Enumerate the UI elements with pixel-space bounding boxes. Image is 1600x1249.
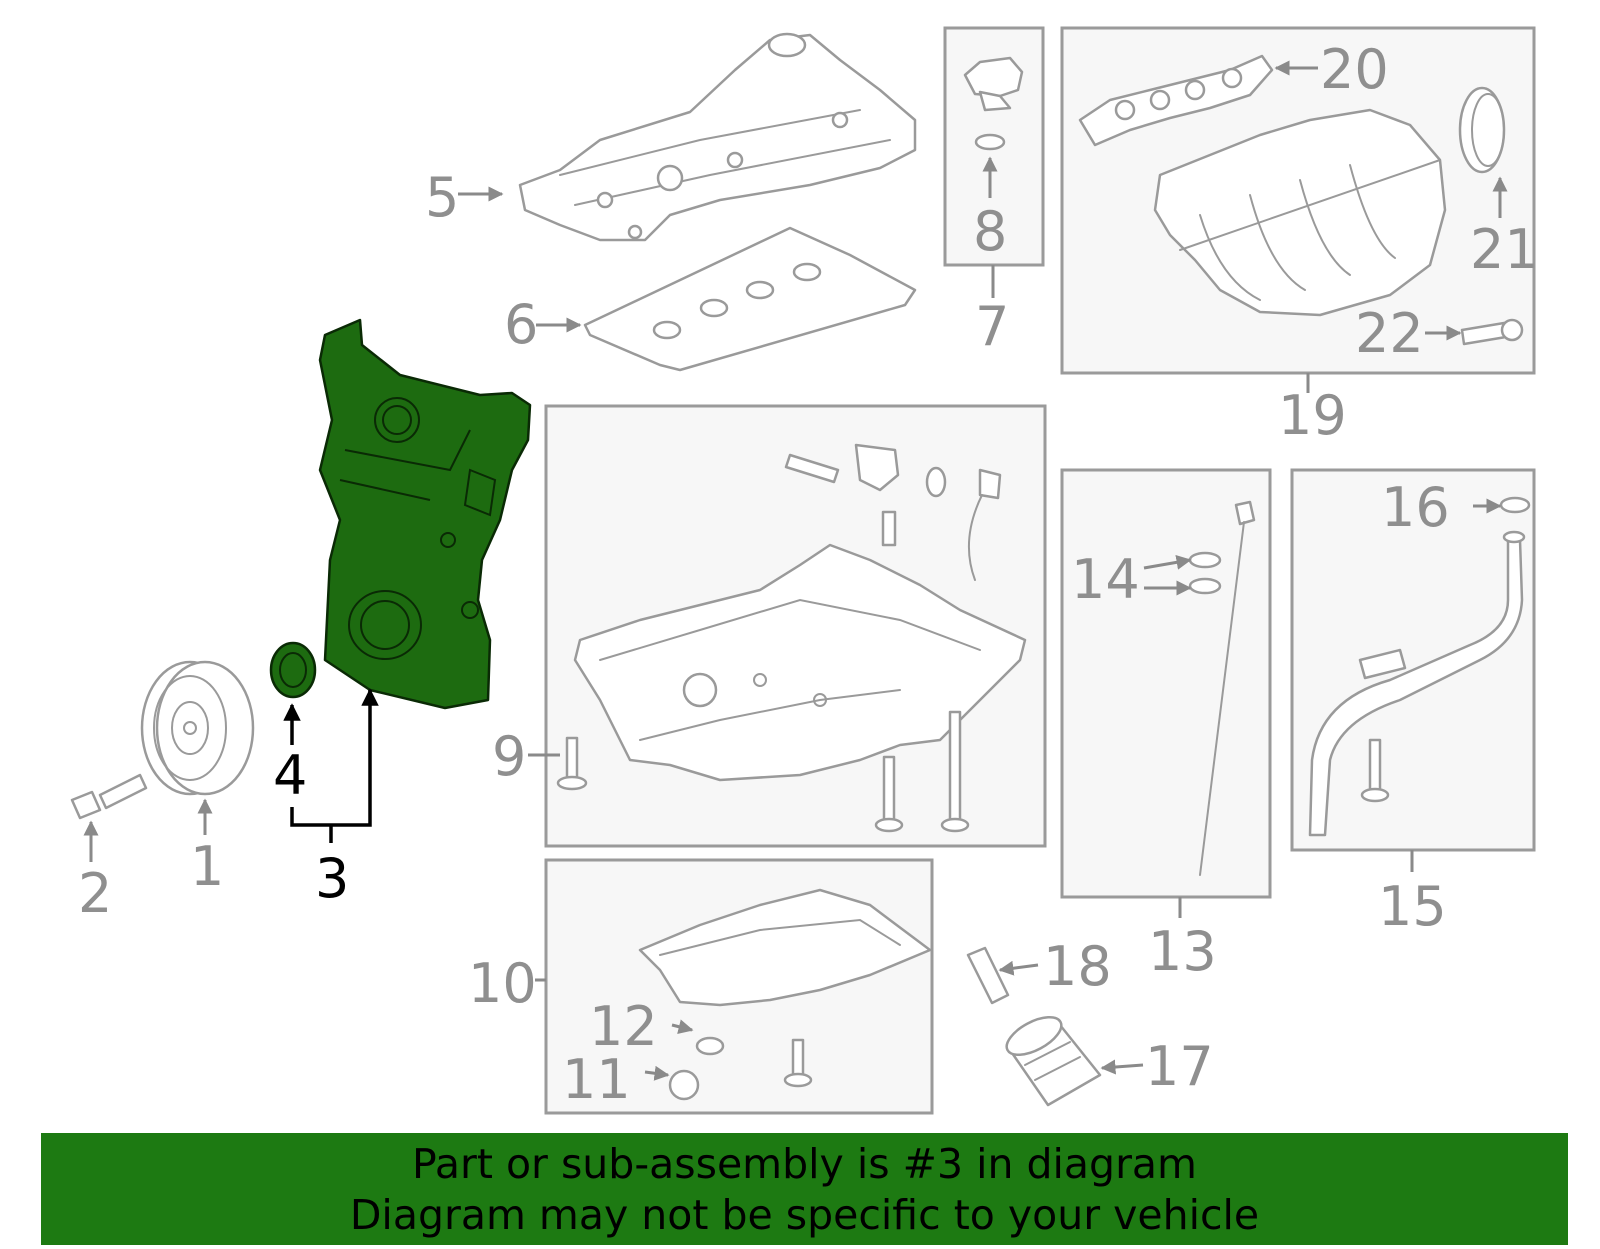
leader-14 <box>1143 554 1192 570</box>
leader-12 <box>671 1019 694 1035</box>
leader-17 <box>1100 1059 1144 1075</box>
callout-7: 7 <box>975 295 1009 358</box>
callout-8: 8 <box>973 200 1007 263</box>
leader-11 <box>644 1065 670 1081</box>
group-box-13 <box>1060 468 1272 899</box>
callout-1: 1 <box>190 835 224 898</box>
seal-part-21 <box>1458 86 1506 174</box>
callout-20: 20 <box>1320 38 1389 101</box>
dipstick-tube-part-15 <box>1308 496 1531 837</box>
gasket-part-6 <box>583 226 917 372</box>
callout-3: 3 <box>315 847 349 910</box>
callout-9: 9 <box>492 725 526 788</box>
callout-13: 13 <box>1148 920 1217 983</box>
callout-17: 17 <box>1145 1035 1214 1098</box>
callout-12: 12 <box>589 995 658 1058</box>
banner-line-2: Diagram may not be specific to your vehi… <box>349 1191 1260 1239</box>
callout-10: 10 <box>468 952 537 1015</box>
callout-22: 22 <box>1355 302 1424 365</box>
callout-14: 14 <box>1071 548 1140 611</box>
callout-11: 11 <box>562 1048 631 1111</box>
injectors-part-20 <box>1078 54 1274 147</box>
callout-18: 18 <box>1043 935 1112 998</box>
seal-part-4 <box>269 641 317 699</box>
oil-filter-part-17 <box>1005 1016 1102 1107</box>
callout-21: 21 <box>1470 218 1539 281</box>
pulley-part-1 <box>140 660 255 796</box>
sleeve-part-18 <box>966 946 1010 1005</box>
banner-line-1: Part or sub-assembly is #3 in diagram <box>412 1140 1197 1188</box>
group-box-15 <box>1290 468 1536 852</box>
dipstick-part-13 <box>1188 500 1256 876</box>
leader-18 <box>998 960 1039 976</box>
bolt-part-22 <box>1460 318 1524 346</box>
callout-2: 2 <box>78 862 112 925</box>
oil-pan-upper-part-9 <box>556 443 1027 833</box>
oil-pan-lower-part-10 <box>638 888 932 1101</box>
callout-4: 4 <box>273 744 307 807</box>
info-banner: Part or sub-assembly is #3 in diagram Di… <box>41 1133 1568 1245</box>
callout-16: 16 <box>1381 476 1450 539</box>
oil-cap-part-8 <box>963 56 1024 151</box>
callout-19: 19 <box>1278 384 1347 447</box>
callout-6: 6 <box>504 293 538 356</box>
callout-15: 15 <box>1378 875 1447 938</box>
valve-cover-part-5 <box>518 32 917 242</box>
intake-manifold-part-19 <box>1153 108 1447 317</box>
bolt-part-2 <box>70 773 148 820</box>
callout-5: 5 <box>425 166 459 229</box>
timing-cover-part-3 <box>318 318 532 710</box>
